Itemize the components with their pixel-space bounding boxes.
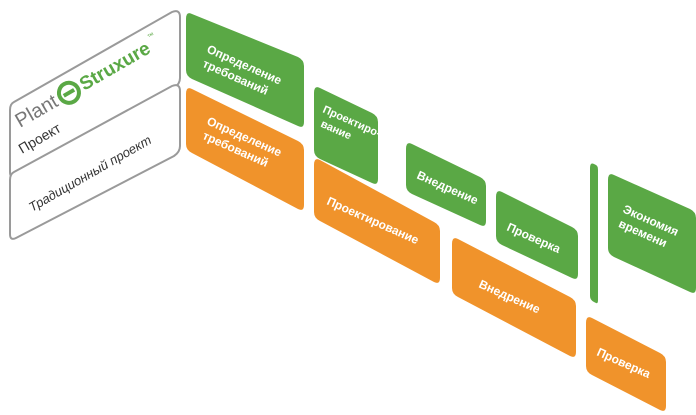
green-block-time-savings: Экономия времени [608, 174, 696, 293]
traditional-phase-row: Определение требований Проектирование Вн… [186, 88, 666, 411]
plantstruxure-phase-row: Определение требований Проектиро- вание … [186, 13, 696, 304]
struxure-logo-icon [56, 80, 81, 105]
logo-tm: ™ [147, 32, 157, 42]
green-block-verification: Проверка [496, 191, 578, 279]
green-block-implementation: Внедрение [406, 143, 486, 226]
green-block-requirements: Определение требований [186, 13, 304, 127]
orange-block-verification: Проверка [586, 317, 666, 411]
orange-block-implementation: Внедрение [452, 238, 576, 357]
green-bar-separator [590, 163, 598, 304]
traditional-header-box [9, 84, 181, 240]
